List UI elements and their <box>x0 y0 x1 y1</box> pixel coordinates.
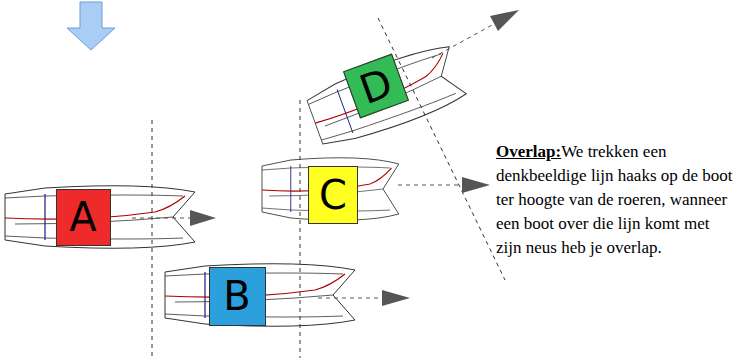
wind-arrow <box>67 2 115 50</box>
boat-letter: B <box>223 276 250 316</box>
boat-letter: A <box>69 197 96 237</box>
boat-letter: C <box>319 175 347 215</box>
boat-letter: D <box>355 62 398 110</box>
course-lines <box>132 24 494 298</box>
boat-b-marker: B <box>209 267 266 326</box>
boat-a <box>5 186 195 249</box>
boat-d <box>304 41 468 152</box>
overlap-note: Overlap:We trekken een denkbeeldige lijn… <box>496 140 739 260</box>
boat-d-marker: D <box>343 54 409 119</box>
boat-a-marker: A <box>56 189 111 246</box>
boat-c-marker: C <box>308 166 358 224</box>
note-heading: Overlap: <box>496 142 561 161</box>
overlap-lines <box>152 18 505 358</box>
boat-b <box>165 264 355 327</box>
arrowheads <box>190 10 519 306</box>
